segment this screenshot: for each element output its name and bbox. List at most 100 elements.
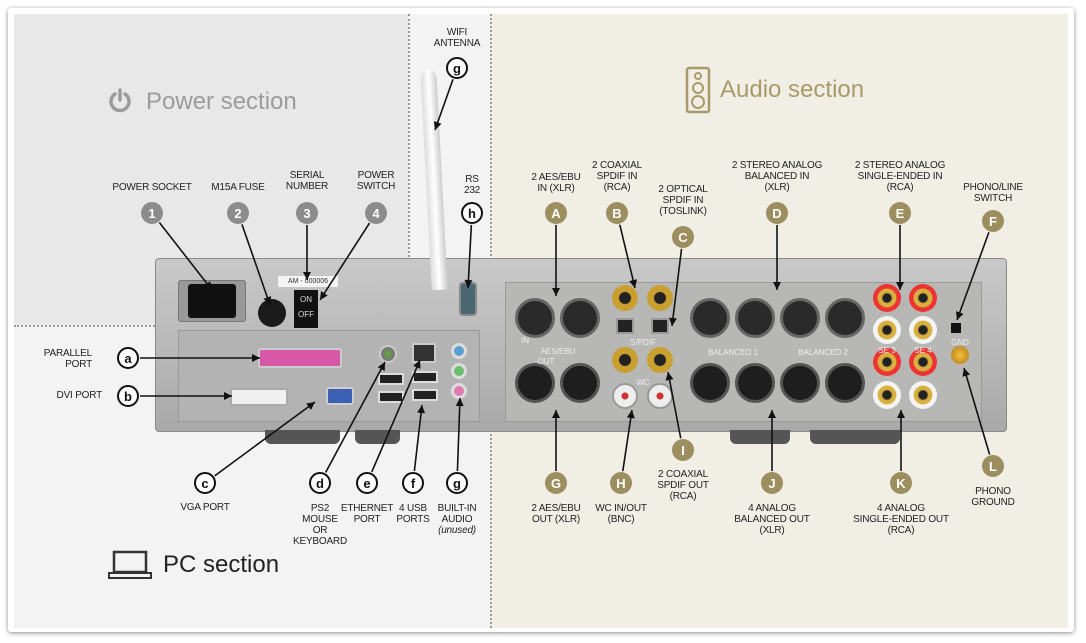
callout-label: 4 ANALOG SINGLE-ENDED OUT (RCA)	[853, 503, 949, 536]
audio-jack	[451, 343, 467, 359]
leader-line	[956, 232, 990, 321]
callout-label-text: 2 STEREO ANALOG BALANCED IN (XLR)	[731, 160, 823, 193]
rca-connector	[873, 284, 901, 312]
phono-line-switch	[951, 323, 961, 333]
toslink-input	[651, 318, 669, 334]
callout-label-text: WIFI ANTENNA	[433, 27, 481, 49]
callout-badge: F	[982, 210, 1004, 232]
leader-line	[434, 79, 454, 131]
callout-label: RS 232	[464, 174, 480, 196]
panel-label: WC	[636, 378, 650, 387]
leader-line	[671, 248, 683, 327]
callout-badge: 2	[227, 202, 249, 224]
callout-label-text: POWER SOCKET	[112, 182, 192, 193]
arrowhead	[252, 354, 260, 362]
vga-port	[326, 387, 354, 405]
callout-badge: e	[356, 472, 378, 494]
arrowhead	[320, 291, 328, 300]
callout-badge: g	[446, 57, 468, 79]
xlr-input-connector	[825, 298, 865, 338]
callout-label-text: M15A FUSE	[211, 182, 265, 193]
panel-label: IN	[521, 336, 529, 345]
ethernet-port	[412, 343, 436, 363]
xlr-output-connector	[690, 363, 730, 403]
arrowhead	[629, 279, 638, 288]
coaxial-spdif-input	[612, 285, 638, 311]
callout-badge: g	[446, 472, 468, 494]
leader-line	[963, 367, 991, 455]
callout-label-text: 4 USB PORTS	[396, 503, 430, 525]
callout-badge: E	[889, 202, 911, 224]
leader-line	[319, 222, 371, 301]
arrowhead	[552, 410, 560, 418]
laptop-icon	[108, 550, 152, 579]
power-icon	[109, 88, 131, 113]
callout-label: ETHERNET PORT	[341, 503, 393, 525]
callout-label: PHONO GROUND	[971, 486, 1014, 508]
rca-connector	[909, 348, 937, 376]
leader-line	[214, 401, 316, 477]
panel-label: AES/EBU	[540, 347, 576, 356]
power-switch	[294, 290, 318, 328]
xlr-output-connector	[825, 363, 865, 403]
callout-label: POWER SWITCH	[357, 170, 395, 192]
dvi-port	[230, 388, 288, 406]
phono-ground-terminal	[951, 346, 969, 364]
callout-label: 2 AES/EBU OUT (XLR)	[531, 503, 581, 525]
leader-line	[621, 409, 633, 472]
callout-badge: d	[309, 472, 331, 494]
device-foot	[730, 430, 790, 444]
callout-badge: L	[982, 455, 1004, 477]
arrowhead	[464, 279, 473, 288]
callout-label-text: SERIAL NUMBER	[285, 170, 329, 192]
callout-label-text: WC IN/OUT (BNC)	[595, 503, 647, 525]
rca-connector	[909, 284, 937, 312]
leader-line	[158, 221, 213, 291]
coaxial-spdif-output	[612, 347, 638, 373]
coaxial-spdif-output	[647, 347, 673, 373]
ps2-port	[379, 345, 397, 363]
xlr-input-connector	[735, 298, 775, 338]
callout-label: PHONO/LINE SWITCH	[963, 182, 1023, 204]
arrowhead	[897, 410, 905, 418]
arrowhead	[962, 368, 971, 377]
xlr-input-connector	[780, 298, 820, 338]
callout-label-text: PHONO GROUND	[971, 486, 1015, 508]
leader-line	[667, 371, 682, 439]
callout-label: VGA PORT	[180, 502, 230, 513]
callout-badge: H	[610, 472, 632, 494]
callout-note: (unused)	[438, 525, 476, 536]
callout-label-text: 4 ANALOG SINGLE-ENDED OUT (RCA)	[853, 503, 949, 536]
toslink-input	[616, 318, 634, 334]
panel-label: SE 3	[878, 346, 896, 355]
xlr-output-connector	[735, 363, 775, 403]
audio-section-title: Audio section	[720, 76, 865, 103]
callout-label: POWER SOCKET	[112, 182, 191, 193]
pc-section-title: PC section	[163, 551, 280, 578]
callout-label-text: 2 COAXIAL SPDIF OUT (RCA)	[657, 469, 709, 502]
callout-label: PS2 MOUSE OR KEYBOARD	[293, 503, 347, 547]
speaker-icon	[685, 66, 711, 114]
callout-label-text: 2 AES/EBU OUT (XLR)	[531, 503, 581, 525]
panel-label: BALANCED 1	[708, 348, 758, 357]
xlr-output-connector	[515, 363, 555, 403]
callout-label-text: 2 AES/EBU IN (XLR)	[531, 172, 581, 194]
callout-label: BUILT-IN AUDIO(unused)	[438, 503, 477, 536]
callout-label-text: 2 COAXIAL SPDIF IN (RCA)	[592, 160, 642, 193]
callout-badge: c	[194, 472, 216, 494]
callout-label: SERIAL NUMBER	[286, 170, 328, 192]
coaxial-spdif-input	[647, 285, 673, 311]
xlr-input-connector	[560, 298, 600, 338]
callout-label-text: PS2 MOUSE OR KEYBOARD	[293, 503, 347, 547]
callout-badge: h	[461, 202, 483, 224]
arrowhead	[773, 282, 781, 290]
arrowhead	[665, 372, 674, 381]
panel-label: OUT	[537, 357, 555, 366]
xlr-output-connector	[780, 363, 820, 403]
callout-label-text: PHONO/LINE SWITCH	[963, 182, 1023, 204]
callout-badge: G	[545, 472, 567, 494]
leader-line	[324, 361, 386, 473]
usb-port	[412, 389, 438, 401]
callout-badge: b	[117, 385, 139, 407]
callout-badge: 3	[296, 202, 318, 224]
